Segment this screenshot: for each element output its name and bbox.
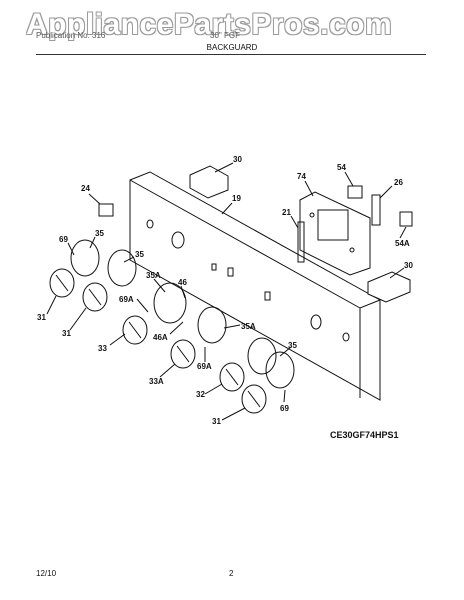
bezel-left-lower[interactable] [107,249,137,287]
switch-24[interactable] [98,203,114,217]
bezel-right-lower[interactable] [265,351,295,389]
leader-35-mid [123,256,135,263]
leader-46a [169,321,184,335]
leader-19 [221,202,233,215]
leader-33 [109,333,126,346]
leader-32 [204,383,223,395]
leader-31-bottom [221,407,246,421]
leader-69-right [283,389,286,403]
callout-label: 46A [153,333,168,342]
leader-35-right [279,346,292,357]
revision-date: 12/10 [36,569,57,578]
switch-54a[interactable] [399,211,413,227]
leader-54a [399,226,407,239]
control-window [317,209,349,241]
end-cap-bottom[interactable] [367,271,411,303]
callout-label: 26 [394,178,403,187]
callout-label: 46 [178,278,187,287]
panel-hole [146,219,154,229]
callout-label: 33A [149,377,164,386]
leader-35a-lower [223,324,241,329]
leader-24 [88,193,101,205]
callout-label: 24 [81,184,90,193]
callout-label: 31 [37,313,46,322]
leader-74 [304,180,314,197]
panel-slot [211,263,217,271]
leader-35-left [89,236,96,249]
callout-label: 19 [232,194,241,203]
panel-slot [227,267,234,277]
bezel-center-left[interactable] [153,282,187,324]
bezel-center[interactable] [197,306,227,344]
panel-hole [310,314,322,330]
callout-label: 35A [146,271,161,280]
bezel-left-upper[interactable] [70,239,100,277]
panel-slot [264,291,271,301]
knob-32[interactable] [219,362,245,392]
callout-label: 31 [62,329,71,338]
callout-label: 21 [282,208,291,217]
leader-54 [344,171,354,187]
callout-label: 69A [119,295,134,304]
callout-label: 35 [288,341,297,350]
model-header: 30" FGF [210,31,240,40]
leader-46 [180,285,186,299]
leader-31-mid [69,307,87,331]
callout-label: 69 [280,404,289,413]
publication-header: Publication No. 316 [36,31,106,40]
panel-hole [171,231,185,249]
site-watermark: AppliancePartsPros.com [26,8,393,41]
callout-label: 54A [395,239,410,248]
callout-label: 31 [212,417,221,426]
callout-label: 35A [241,322,256,331]
panel-hole [342,332,350,342]
bracket-screw [309,212,315,218]
bracket-screw [349,247,355,253]
header-rule [36,54,426,55]
callout-label: 35 [95,229,104,238]
leader-26 [379,185,393,199]
callout-label: 32 [196,390,205,399]
end-cap-top[interactable] [189,165,229,199]
callout-label: 30 [233,155,242,164]
callout-label: 74 [297,172,306,181]
leader-35a-upper [153,278,166,293]
bezel-right-upper[interactable] [247,337,277,375]
callout-label: 35 [135,250,144,259]
model-code: CE30GF74HPS1 [330,430,399,440]
section-title: BACKGUARD [206,43,258,52]
knob-33[interactable] [122,315,148,345]
callout-label: 69 [59,235,68,244]
callout-label: 69A [197,362,212,371]
callout-label: 33 [98,344,107,353]
leader-21 [290,215,299,229]
leader-30-bottom [389,267,405,279]
callout-label: 54 [337,163,346,172]
page-number: 2 [229,569,234,578]
terminal-block[interactable] [297,221,305,263]
knob-31-mid[interactable] [82,282,108,312]
switch-54[interactable] [347,185,363,199]
knob-31-top[interactable] [49,268,75,298]
backguard-panel[interactable] [129,171,381,401]
knob-31-bottom[interactable] [241,384,267,414]
leader-69-left [67,242,75,256]
knob-33a[interactable] [170,339,196,369]
leader-30-top [214,162,234,173]
leader-31-left [46,295,57,315]
callout-label: 30 [404,261,413,270]
leader-69a-left [136,298,149,313]
leader-33a [159,363,176,378]
bracket-26[interactable] [371,194,381,226]
